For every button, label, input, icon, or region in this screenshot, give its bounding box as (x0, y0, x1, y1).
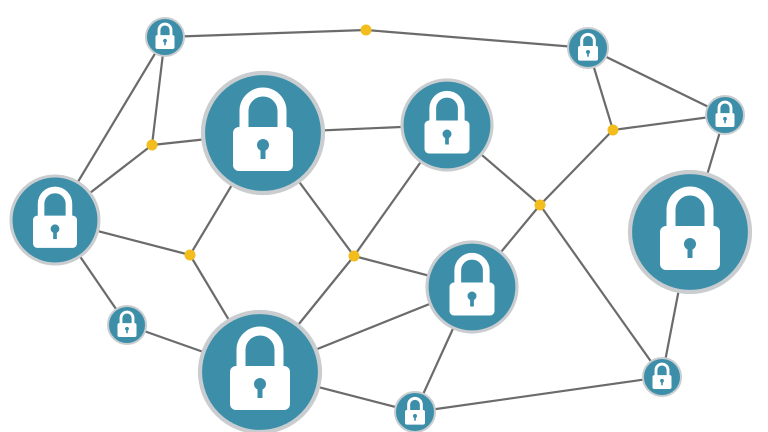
padlock-shackle (239, 87, 287, 129)
padlock-shackle (119, 310, 135, 324)
keyhole-slot (587, 52, 589, 57)
edge-line (587, 47, 726, 116)
keyhole (684, 238, 696, 250)
padlock-shackle (666, 186, 714, 228)
padlock-shackle (37, 186, 73, 218)
keyhole-slot (126, 329, 128, 334)
junction-dot (607, 124, 619, 136)
edge-line (365, 28, 589, 50)
padlock-icon (230, 326, 290, 410)
keyhole-slot (445, 135, 449, 145)
lock-node (627, 169, 753, 295)
junction-dot (348, 250, 360, 262)
keyhole (723, 116, 727, 121)
keyhole-slot (470, 297, 474, 307)
lock-node (107, 305, 147, 345)
padlock-shackle (157, 22, 173, 36)
keyhole (442, 129, 452, 139)
junction-dot (360, 24, 372, 36)
padlock-icon (652, 362, 672, 390)
edge-line (164, 28, 367, 39)
keyhole (413, 414, 417, 418)
padlock-icon (660, 186, 720, 270)
keyhole-slot (661, 381, 663, 386)
keyhole (586, 50, 590, 54)
padlock-shackle (236, 326, 284, 368)
edge-line (414, 375, 663, 414)
lock-node (197, 309, 323, 432)
keyhole (254, 378, 266, 390)
keyhole-slot (724, 119, 726, 124)
padlock-icon (578, 32, 598, 61)
lock-node (705, 95, 745, 135)
padlock-shackle (654, 362, 670, 376)
lock-node (394, 391, 436, 432)
keyhole (660, 378, 664, 383)
keyhole-slot (687, 246, 693, 258)
padlock-icon (233, 87, 293, 171)
junction-dot (146, 139, 158, 151)
padlock-icon (117, 310, 137, 338)
lock-node (200, 70, 326, 196)
lock-node (642, 357, 682, 397)
padlock-icon (715, 100, 735, 128)
padlock-shackle (717, 100, 733, 114)
padlock-icon (155, 22, 175, 50)
edge-line (539, 129, 614, 206)
keyhole-slot (164, 41, 166, 46)
junction-dot (534, 199, 546, 211)
keyhole (125, 326, 129, 331)
junction-dot (184, 249, 196, 261)
padlock-icon (449, 252, 495, 316)
padlock-icon (405, 396, 425, 425)
padlock-shackle (454, 252, 490, 284)
padlock-icon (424, 90, 470, 154)
padlock-shackle (429, 90, 465, 122)
lock-node (425, 240, 519, 334)
padlock-shackle (407, 396, 423, 411)
keyhole-slot (260, 147, 266, 159)
keyhole-slot (414, 416, 416, 421)
keyhole (257, 139, 269, 151)
lock-node (9, 174, 101, 266)
edge-line (539, 204, 663, 378)
keyhole-slot (257, 386, 263, 398)
lock-node (400, 78, 494, 172)
lock-node (567, 27, 609, 69)
lock-node (145, 17, 185, 57)
nodes (9, 17, 753, 432)
keyhole-slot (53, 230, 57, 240)
padlock-icon (33, 186, 77, 248)
keyhole (50, 224, 60, 234)
edges (54, 28, 727, 414)
padlock-shackle (580, 32, 596, 47)
keyhole (467, 291, 477, 301)
keyhole (163, 38, 167, 43)
junctions (146, 24, 619, 262)
